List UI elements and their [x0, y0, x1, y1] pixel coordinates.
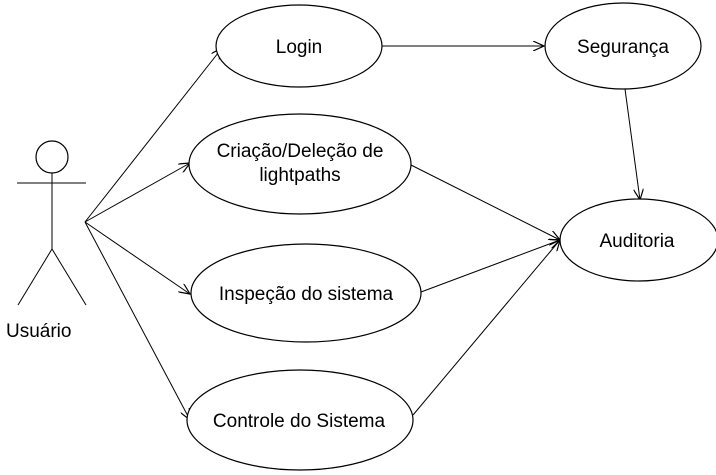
actor-label: Usuário: [6, 321, 71, 342]
use-case-login: Login: [215, 4, 383, 88]
use-case-auditoria: Auditoria: [559, 198, 716, 282]
association-inspecao: [84, 221, 190, 294]
use-case-login-label: Login: [276, 37, 323, 58]
relation-seguranca-auditoria: [624, 88, 640, 200]
actor-usuario: Usuário: [6, 140, 87, 342]
use-case-criacao-label-line1: Criação/Deleção de: [217, 141, 384, 162]
use-case-auditoria-label: Auditoria: [600, 231, 675, 252]
association-login: [84, 48, 222, 223]
actor-right-leg: [51, 248, 87, 306]
use-case-inspecao: Inspeção do sistema: [190, 243, 422, 343]
actor-left-leg: [17, 248, 53, 306]
use-case-inspecao-label: Inspeção do sistema: [219, 284, 394, 305]
use-case-controle-label: Controle do Sistema: [213, 411, 386, 432]
association-controle: [84, 221, 190, 420]
relation-inspecao-auditoria: [420, 240, 560, 293]
use-case-seguranca-label: Segurança: [577, 37, 669, 58]
use-case-controle: Controle do Sistema: [186, 369, 414, 471]
use-case-seguranca: Segurança: [544, 2, 702, 90]
use-case-criacao-label-line2: lightpaths: [259, 165, 340, 186]
association-criacao: [84, 163, 190, 223]
relation-controle-auditoria: [412, 240, 560, 416]
actor-head: [35, 140, 69, 174]
use-case-relations: [382, 46, 640, 416]
use-case-criacao-delecao: Criação/Deleção de lightpaths: [188, 113, 412, 215]
actor-associations: [84, 48, 222, 420]
relation-criacao-auditoria: [410, 164, 560, 240]
